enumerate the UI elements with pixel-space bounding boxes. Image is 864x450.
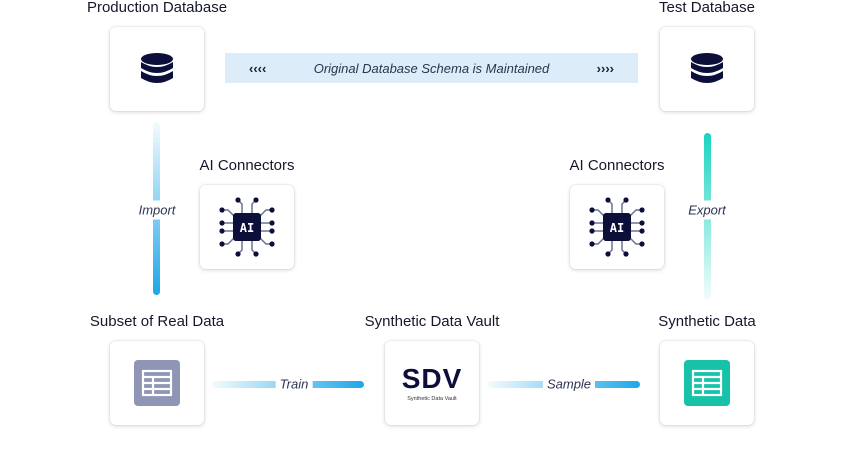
ai-connectors-left-card: AI [200, 185, 294, 269]
left-arrows-icon: ‹‹‹‹ [249, 60, 267, 76]
ai-chip-label: AI [240, 221, 254, 235]
ai-connectors-right-title: AI Connectors [569, 157, 665, 174]
ai-connectors-left-title: AI Connectors [199, 157, 295, 174]
synthetic-data-vault-card: SDV Synthetic Data Vault [385, 341, 479, 425]
sample-label: Sample [542, 374, 596, 394]
schema-banner: ‹‹‹‹ Original Database Schema is Maintai… [225, 53, 638, 83]
table-icon [684, 360, 730, 406]
table-icon [134, 360, 180, 406]
ai-connectors-right-card: AI [570, 185, 664, 269]
subset-real-data-title: Subset of Real Data [89, 313, 225, 330]
production-database-card [110, 27, 204, 111]
sdv-logo-subtitle: Synthetic Data Vault [407, 395, 457, 402]
schema-banner-text: Original Database Schema is Maintained [313, 60, 550, 76]
database-icon [691, 53, 723, 83]
ai-chip-label: AI [610, 221, 624, 235]
synthetic-data-title: Synthetic Data [658, 313, 756, 330]
subset-real-data-card [110, 341, 204, 425]
test-database-card [660, 27, 754, 111]
ai-chip-icon: AI [589, 197, 645, 257]
synthetic-data-card [660, 341, 754, 425]
train-label: Train [275, 374, 313, 394]
production-database-title: Production Database [86, 0, 228, 16]
right-arrows-icon: ›››› [596, 60, 614, 76]
test-database-title: Test Database [659, 0, 755, 16]
sdv-logo: SDV [401, 362, 463, 394]
import-label: Import [134, 200, 180, 220]
database-icon [141, 53, 173, 83]
export-label: Export [684, 200, 730, 220]
ai-chip-icon: AI [219, 197, 275, 257]
synthetic-data-vault-title: Synthetic Data Vault [364, 313, 500, 330]
